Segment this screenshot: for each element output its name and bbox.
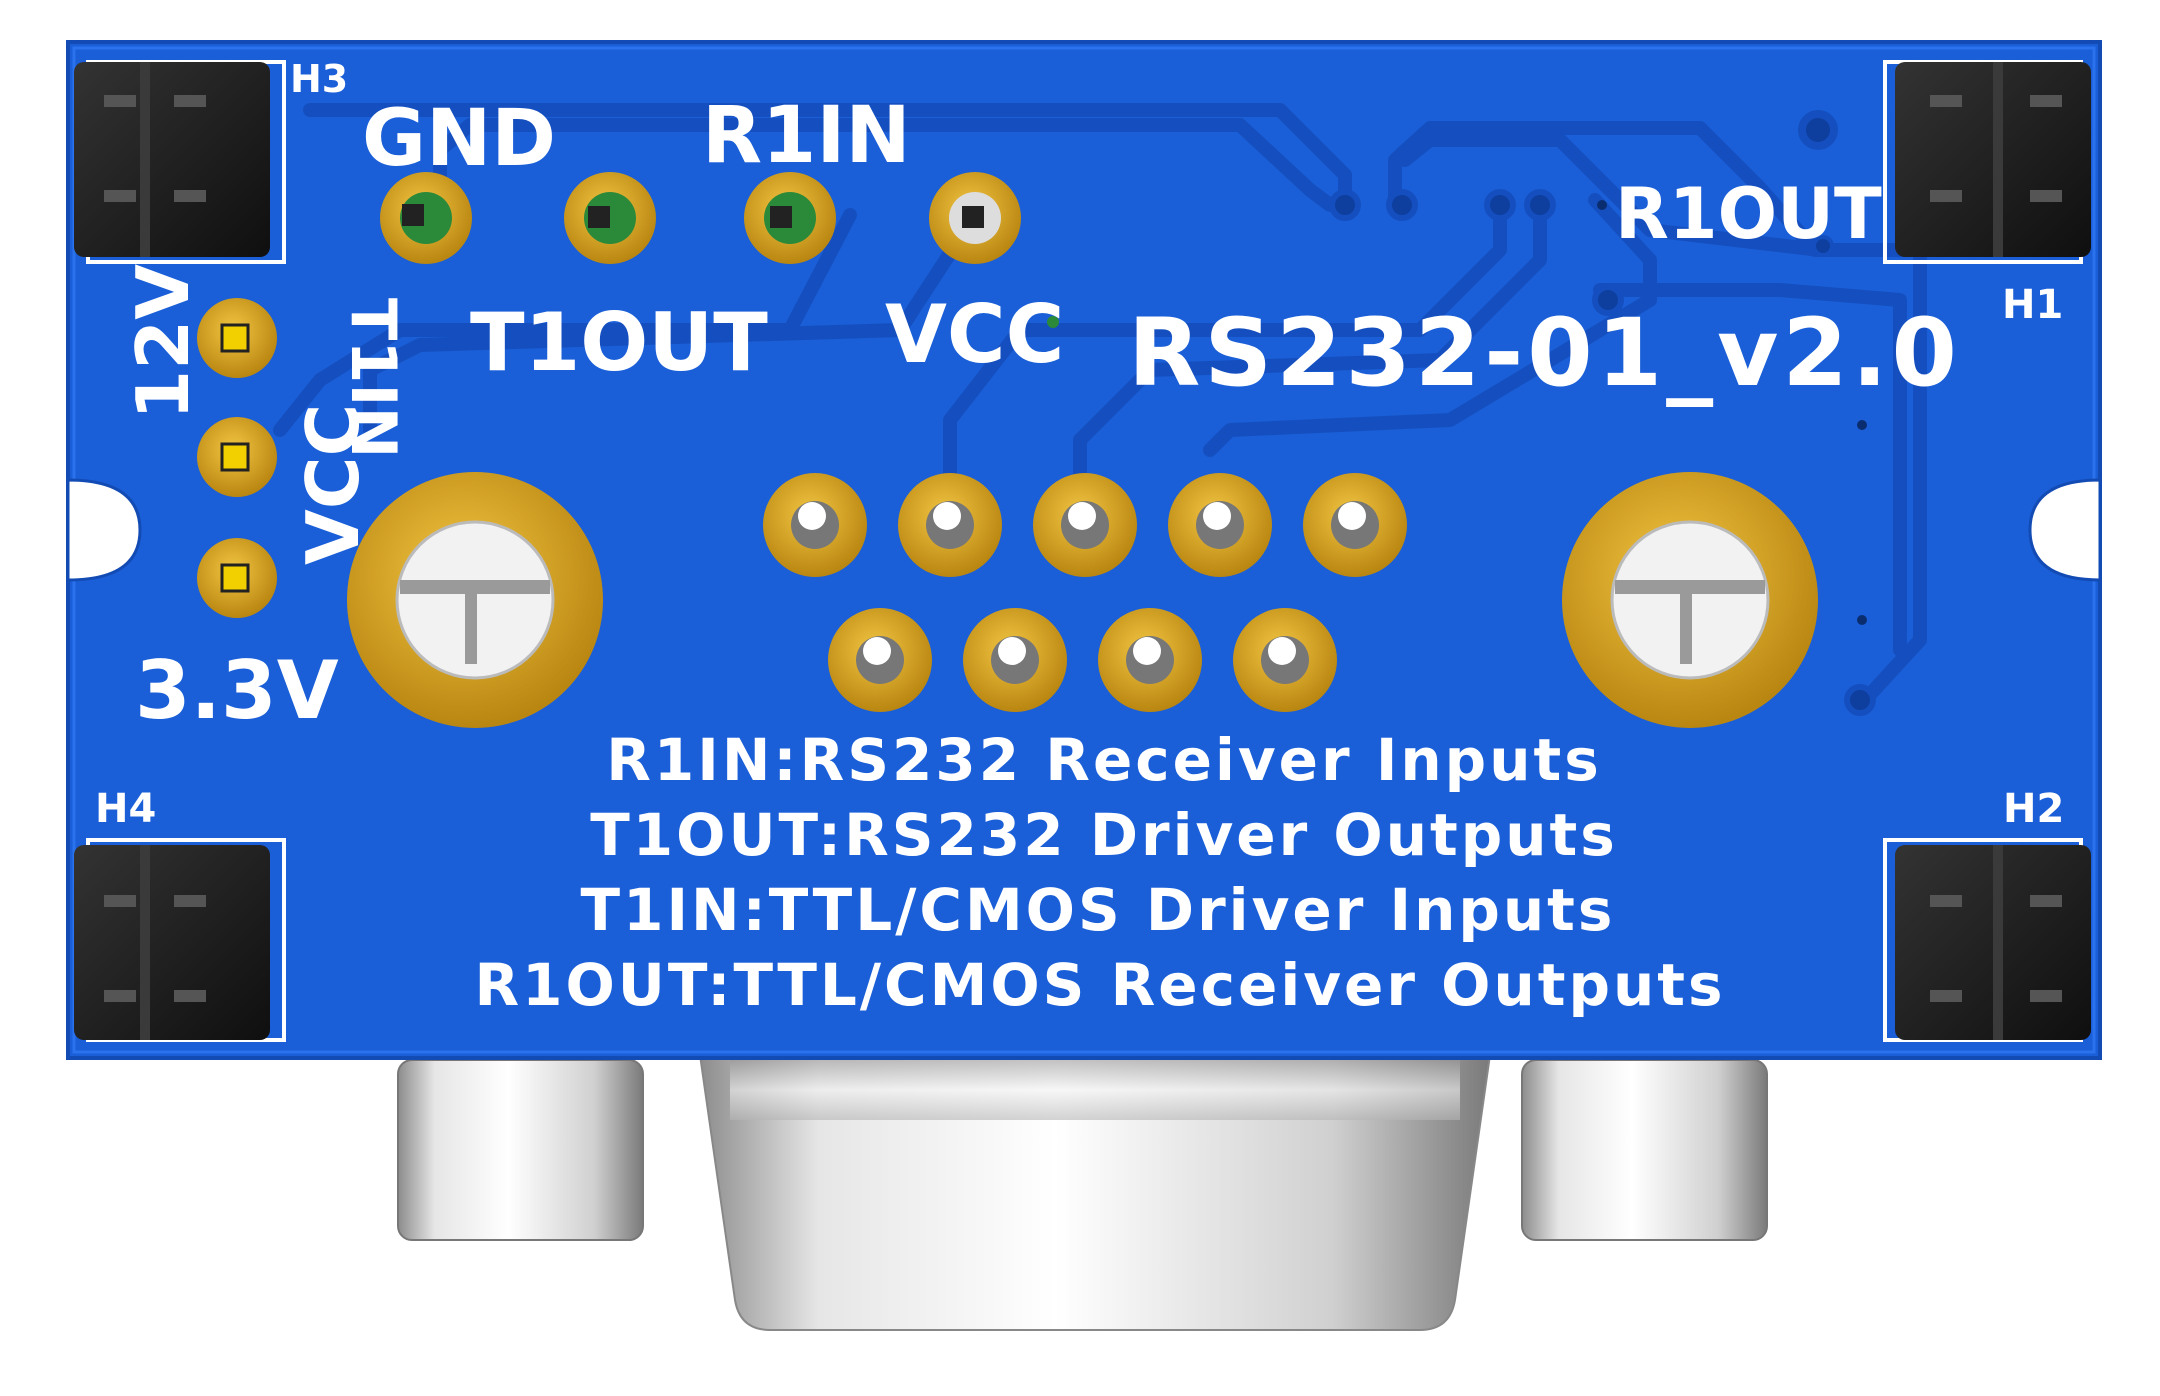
label-12v: 12V bbox=[121, 264, 205, 420]
db9-pads bbox=[763, 473, 1407, 712]
legend-line-3: T1IN:TTL/CMOS Driver Inputs bbox=[581, 876, 1616, 944]
standoff-right bbox=[1521, 1059, 1768, 1241]
label-h1: H1 bbox=[2002, 282, 2063, 328]
label-t1out: T1OUT bbox=[470, 296, 768, 389]
label-3v3: 3.3V bbox=[135, 644, 339, 737]
label-r1in: R1IN bbox=[702, 91, 911, 181]
notch-left bbox=[66, 478, 142, 582]
header-h2 bbox=[1883, 838, 2091, 1042]
db9-connector-icon bbox=[397, 1054, 1768, 1331]
legend-line-1: R1IN:RS232 Receiver Inputs bbox=[606, 726, 1602, 794]
notch-right bbox=[2028, 478, 2102, 582]
d-shell bbox=[698, 1054, 1492, 1331]
label-gnd: GND bbox=[362, 94, 556, 184]
header-h3 bbox=[74, 60, 286, 264]
label-h3: H3 bbox=[290, 57, 348, 101]
legend-line-4: R1OUT:TTL/CMOS Receiver Outputs bbox=[474, 951, 1725, 1019]
label-r1out: R1OUT bbox=[1615, 173, 1882, 255]
mounting-hole-icon bbox=[347, 472, 1818, 728]
d-shell-face bbox=[730, 1060, 1460, 1120]
copper-traces bbox=[273, 103, 1927, 707]
label-vcc-top: VCC bbox=[885, 288, 1064, 381]
label-t1in: T1IN bbox=[337, 298, 410, 458]
vias bbox=[1047, 110, 1876, 716]
label-h2: H2 bbox=[2003, 786, 2064, 832]
board-title: RS232-01_v2.0 bbox=[1128, 299, 1961, 408]
standoff-left bbox=[397, 1059, 644, 1241]
header-h4 bbox=[74, 838, 286, 1042]
label-vcc-side: VCC bbox=[291, 404, 375, 565]
legend-block: R1IN:RS232 Receiver Inputs T1OUT:RS232 D… bbox=[474, 726, 1725, 1019]
power-pads bbox=[197, 298, 277, 618]
header-h1 bbox=[1883, 60, 2091, 264]
top-signal-pads bbox=[380, 172, 1021, 264]
legend-line-2: T1OUT:RS232 Driver Outputs bbox=[590, 801, 1618, 869]
label-h4: H4 bbox=[95, 786, 156, 832]
